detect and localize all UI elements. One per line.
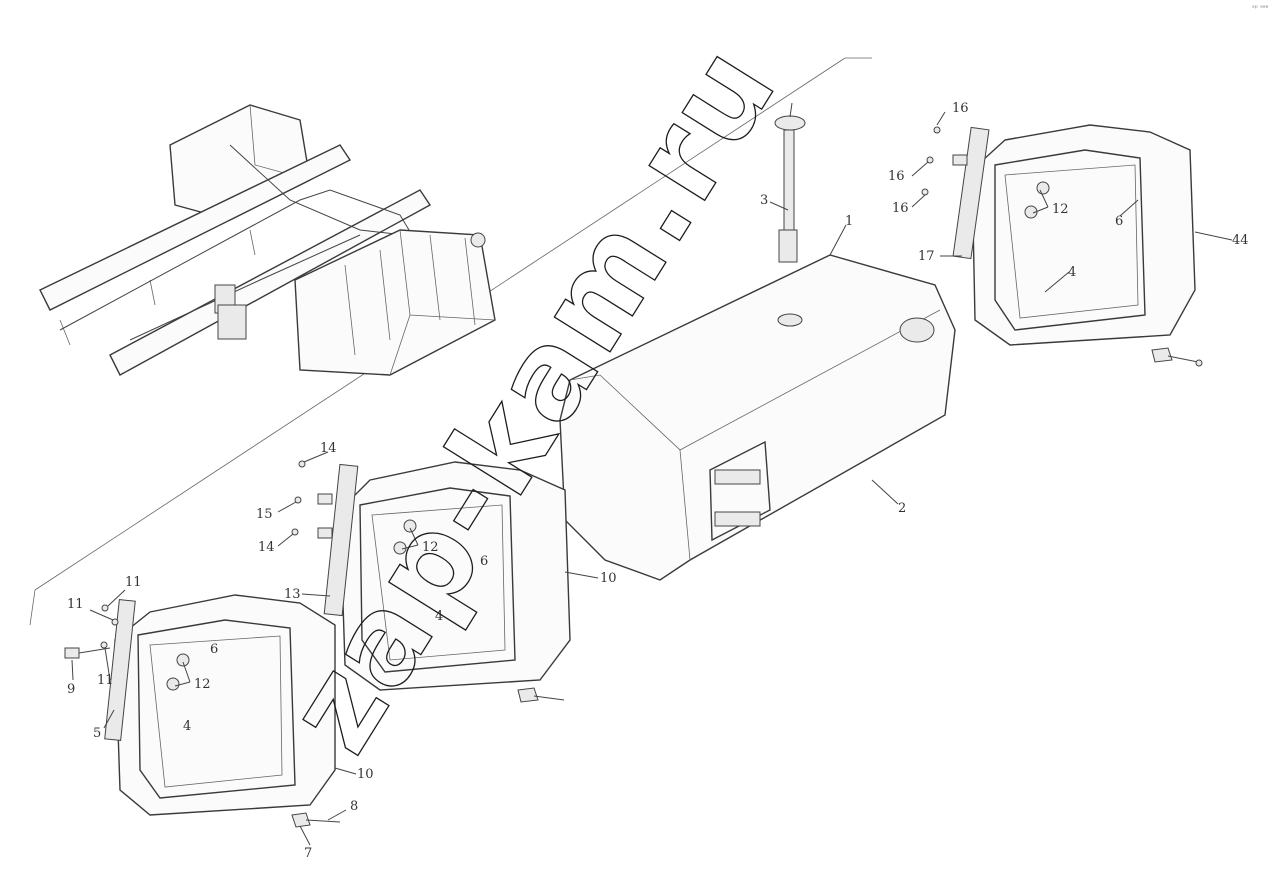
callout-16-low: 16 <box>892 201 909 216</box>
callout-2: 2 <box>898 501 906 516</box>
callout-1: 1 <box>845 214 853 229</box>
callout-6-middle: 6 <box>480 554 488 569</box>
callout-12-right: 12 <box>1052 202 1069 217</box>
fuel-level-sender <box>774 102 806 263</box>
callout-44: 44 <box>1232 233 1249 248</box>
callout-17: 17 <box>918 249 935 264</box>
callout-4-right: 4 <box>1068 265 1076 280</box>
strap-frame-left <box>104 594 341 828</box>
callout-10-middle: 10 <box>600 571 617 586</box>
chassis-installation-view <box>39 104 496 376</box>
leader-lines <box>71 111 1233 846</box>
corner-mark: ᵉᵖ ᵃᵃᵃ <box>1252 4 1269 12</box>
callout-11-low: 11 <box>97 673 114 688</box>
sender-port <box>777 313 803 327</box>
callout-13: 13 <box>284 587 301 602</box>
callout-4-middle: 4 <box>435 609 443 624</box>
callout-10-left: 10 <box>357 767 374 782</box>
fuel-tank <box>559 254 956 581</box>
callout-5: 5 <box>93 726 101 741</box>
callout-6-left: 6 <box>210 642 218 657</box>
callout-16-mid: 16 <box>888 169 905 184</box>
callout-15: 15 <box>256 507 273 522</box>
callout-7: 7 <box>304 846 312 861</box>
strap-frame-right <box>952 124 1203 367</box>
callout-9: 9 <box>67 682 75 697</box>
callout-12-left: 12 <box>194 677 211 692</box>
fasteners <box>64 126 968 659</box>
callout-11-mid: 11 <box>67 597 84 612</box>
callout-8: 8 <box>350 799 358 814</box>
callout-4-left: 4 <box>183 719 191 734</box>
callout-6-right: 6 <box>1115 214 1123 229</box>
strap-frame-middle <box>323 461 571 703</box>
callout-12-middle: 12 <box>422 540 439 555</box>
callout-14-top: 14 <box>320 441 337 456</box>
callouts: 1 2 3 4 4 4 5 6 6 6 7 8 9 10 10 11 11 11… <box>67 101 1249 861</box>
callout-14-low: 14 <box>258 540 275 555</box>
filler-cap <box>899 317 935 343</box>
callout-16-top: 16 <box>952 101 969 116</box>
callout-3: 3 <box>760 193 768 208</box>
callout-11-top: 11 <box>125 575 142 590</box>
